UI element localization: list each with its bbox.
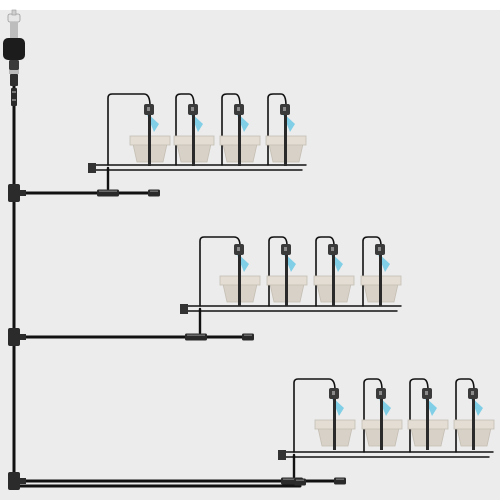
tee-outlet [18,334,26,340]
dripper-window [331,247,334,251]
plant-pot [360,244,402,306]
tee-body [8,472,20,490]
branch-coupler [185,333,207,341]
feed-tube [363,378,383,453]
dripper-window [191,107,194,111]
feed-tube [107,93,151,166]
dripper-window [283,107,286,111]
feed-tube [455,378,475,453]
feed-tube [175,93,195,166]
stake [238,114,241,166]
feed-tube [267,93,287,166]
tap-spout [10,22,18,38]
tee-connector [8,472,26,490]
dripper-window [237,247,240,251]
tee-outlet [18,478,26,484]
stake [238,254,241,306]
connector-highlight [244,334,252,336]
plant-pot [453,388,495,450]
stake [472,398,475,450]
plant-pots [129,104,495,450]
stake [379,254,382,306]
hose-connector [10,74,18,86]
dripper-window [284,247,287,251]
plant-pot [361,388,403,450]
connector-highlight [283,478,301,480]
feed-tube [293,378,336,453]
drip-manifold [88,163,96,173]
connector-highlight [187,334,205,336]
connector-highlight [150,190,158,192]
plant-pot [407,388,449,450]
stake [333,398,336,450]
end-cap [148,189,160,197]
plant-pot [173,104,215,166]
stake [380,398,383,450]
feed-tube [199,236,241,307]
dripper-window [425,391,428,395]
plant-pot [314,388,356,450]
plant-pot [219,244,261,306]
dripper-window [332,391,335,395]
stake [148,114,151,166]
fittings [8,163,346,490]
drip-manifold [278,450,286,460]
connector-highlight [296,479,304,481]
stake [332,254,335,306]
drip-manifold [180,304,188,314]
plant-pot [219,104,261,166]
reducer-band [12,99,16,101]
stake [426,398,429,450]
feed-tube [409,378,429,453]
plant-pot [129,104,171,166]
connector-highlight [336,478,344,480]
plant-pot [265,104,307,166]
end-cap [294,478,306,486]
stake [192,114,195,166]
stake [284,114,287,166]
feed-tube [221,93,241,166]
feed-tube [315,236,335,307]
plant-pot [313,244,355,306]
feed-tube [268,236,288,307]
timer-icon [3,38,25,60]
water-source [3,9,25,106]
reducer-band [12,91,16,93]
end-cap [242,333,254,341]
tee-connector [8,184,26,202]
stake [285,254,288,306]
dripper-window [471,391,474,395]
dripper-window [378,247,381,251]
adapter-ring [9,70,19,74]
feed-tube [362,236,382,307]
tap-handle-icon [11,9,17,16]
background-panel [0,10,500,500]
tee-body [8,328,20,346]
end-cap [334,477,346,485]
dripper-window [147,107,150,111]
branch-coupler [97,189,119,197]
dripper-window [379,391,382,395]
tee-body [8,184,20,202]
tee-connector [8,328,26,346]
filter-icon [9,60,19,70]
pressure-reducer [11,88,17,106]
tee-outlet [18,190,26,196]
connector-highlight [99,190,117,192]
dripper-window [237,107,240,111]
plant-pot [266,244,308,306]
